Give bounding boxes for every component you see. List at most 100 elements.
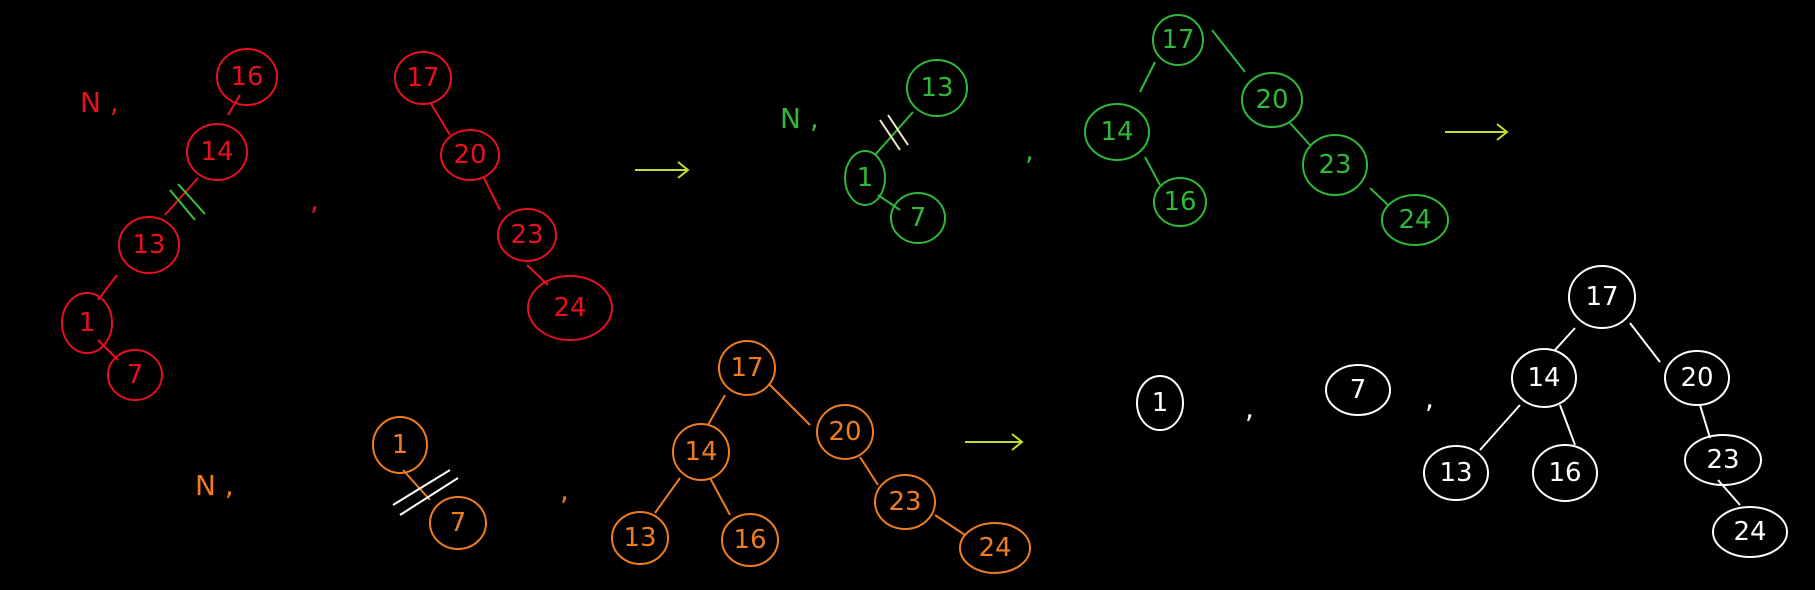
edge: [402, 469, 431, 501]
node-label: 14: [1527, 363, 1560, 393]
node-label: 17: [406, 63, 439, 93]
node-label: 7: [450, 508, 467, 538]
edge: [859, 456, 879, 486]
node-label: 16: [1163, 187, 1196, 217]
node-16: [216, 48, 278, 106]
node-23: [1302, 134, 1368, 196]
edge: [97, 339, 119, 361]
node-label: 13: [132, 230, 165, 260]
node-7: [1325, 364, 1391, 416]
stage4-separator: ,: [1425, 382, 1434, 415]
node-13: [611, 511, 669, 565]
edge: [934, 514, 966, 536]
node-label: 14: [1100, 117, 1133, 147]
edge: [707, 394, 726, 426]
node-label: 20: [453, 140, 486, 170]
stage2-separator: ,: [1025, 134, 1034, 167]
node-label: 16: [230, 62, 263, 92]
edge: [227, 94, 241, 116]
node-label: 20: [828, 417, 861, 447]
node-label: 24: [1398, 205, 1431, 235]
node-24: [527, 275, 613, 341]
node-20: [1241, 72, 1303, 128]
node-16: [721, 513, 779, 567]
node-label: 20: [1680, 363, 1713, 393]
node-7: [429, 496, 487, 550]
node-label: 24: [1733, 517, 1766, 547]
node-17: [718, 340, 776, 396]
edge: [709, 477, 731, 516]
edge: [874, 111, 914, 156]
edge: [97, 274, 118, 301]
node-14: [1084, 103, 1150, 161]
node-label: 1: [79, 308, 96, 338]
cut-mark: [399, 477, 459, 516]
edge: [483, 177, 501, 211]
stage2-symbol: N ,: [780, 102, 819, 135]
node-label: 24: [978, 533, 1011, 563]
edge: [1139, 61, 1156, 93]
node-24: [959, 522, 1031, 574]
stage4-separator: ,: [1245, 392, 1254, 425]
node-label: 7: [910, 203, 927, 233]
node-13: [118, 216, 180, 274]
node-label: 14: [200, 137, 233, 167]
node-14: [186, 123, 248, 181]
edge: [1144, 156, 1161, 186]
edge: [1479, 404, 1521, 451]
node-label: 20: [1255, 85, 1288, 115]
node-7: [107, 349, 163, 401]
node-24: [1712, 506, 1788, 558]
node-20: [440, 129, 500, 181]
node-label: 23: [888, 487, 921, 517]
edge: [877, 194, 901, 211]
node-1: [61, 292, 113, 354]
node-16: [1153, 177, 1207, 227]
edge: [769, 384, 811, 426]
node-23: [1684, 434, 1762, 486]
node-1: [372, 416, 428, 474]
stage3-group: N , 1 7 , 17 14 13 16 20 23 24: [195, 340, 1031, 574]
edge: [1289, 122, 1311, 146]
node-14: [672, 423, 730, 481]
node-17: [1568, 265, 1636, 329]
node-label: 16: [733, 525, 766, 555]
node-label: 7: [1350, 375, 1367, 405]
node-20: [1664, 350, 1730, 406]
node-label: 7: [127, 360, 144, 390]
node-label: 24: [553, 293, 586, 323]
arrow-right-icon: [965, 433, 1024, 451]
cut-mark: [177, 183, 206, 215]
node-label: 14: [684, 437, 717, 467]
node-7: [890, 192, 946, 244]
node-20: [816, 404, 874, 460]
cut-mark: [887, 114, 909, 146]
edge: [1554, 327, 1576, 351]
node-13: [1423, 445, 1489, 501]
node-17: [394, 51, 452, 105]
stage4-group: , , 1 7 17 14 13 16 20 23 24: [1136, 265, 1788, 558]
node-23: [497, 208, 557, 262]
node-label: 1: [392, 430, 409, 460]
stage2-group: N , 13 1 7 , 17 14 16 20 23: [780, 14, 1449, 246]
stage1-symbol: N ,: [80, 86, 119, 119]
node-label: 17: [730, 353, 763, 383]
edge: [1369, 187, 1389, 206]
node-14: [1511, 348, 1577, 408]
node-24: [1381, 194, 1449, 246]
node-label: 1: [857, 163, 874, 193]
node-label: 16: [1548, 458, 1581, 488]
stage3-symbol: N ,: [195, 469, 234, 502]
cut-mark: [392, 469, 451, 506]
edge: [1699, 404, 1711, 439]
node-label: 23: [510, 220, 543, 250]
node-label: 23: [1318, 150, 1351, 180]
edge: [164, 177, 199, 216]
cut-mark: [169, 189, 196, 221]
edge: [1211, 29, 1246, 73]
node-13: [906, 59, 968, 117]
node-23: [874, 474, 936, 530]
arrow-right-icon: [1445, 123, 1509, 141]
stage1-separator: ,: [310, 184, 319, 217]
